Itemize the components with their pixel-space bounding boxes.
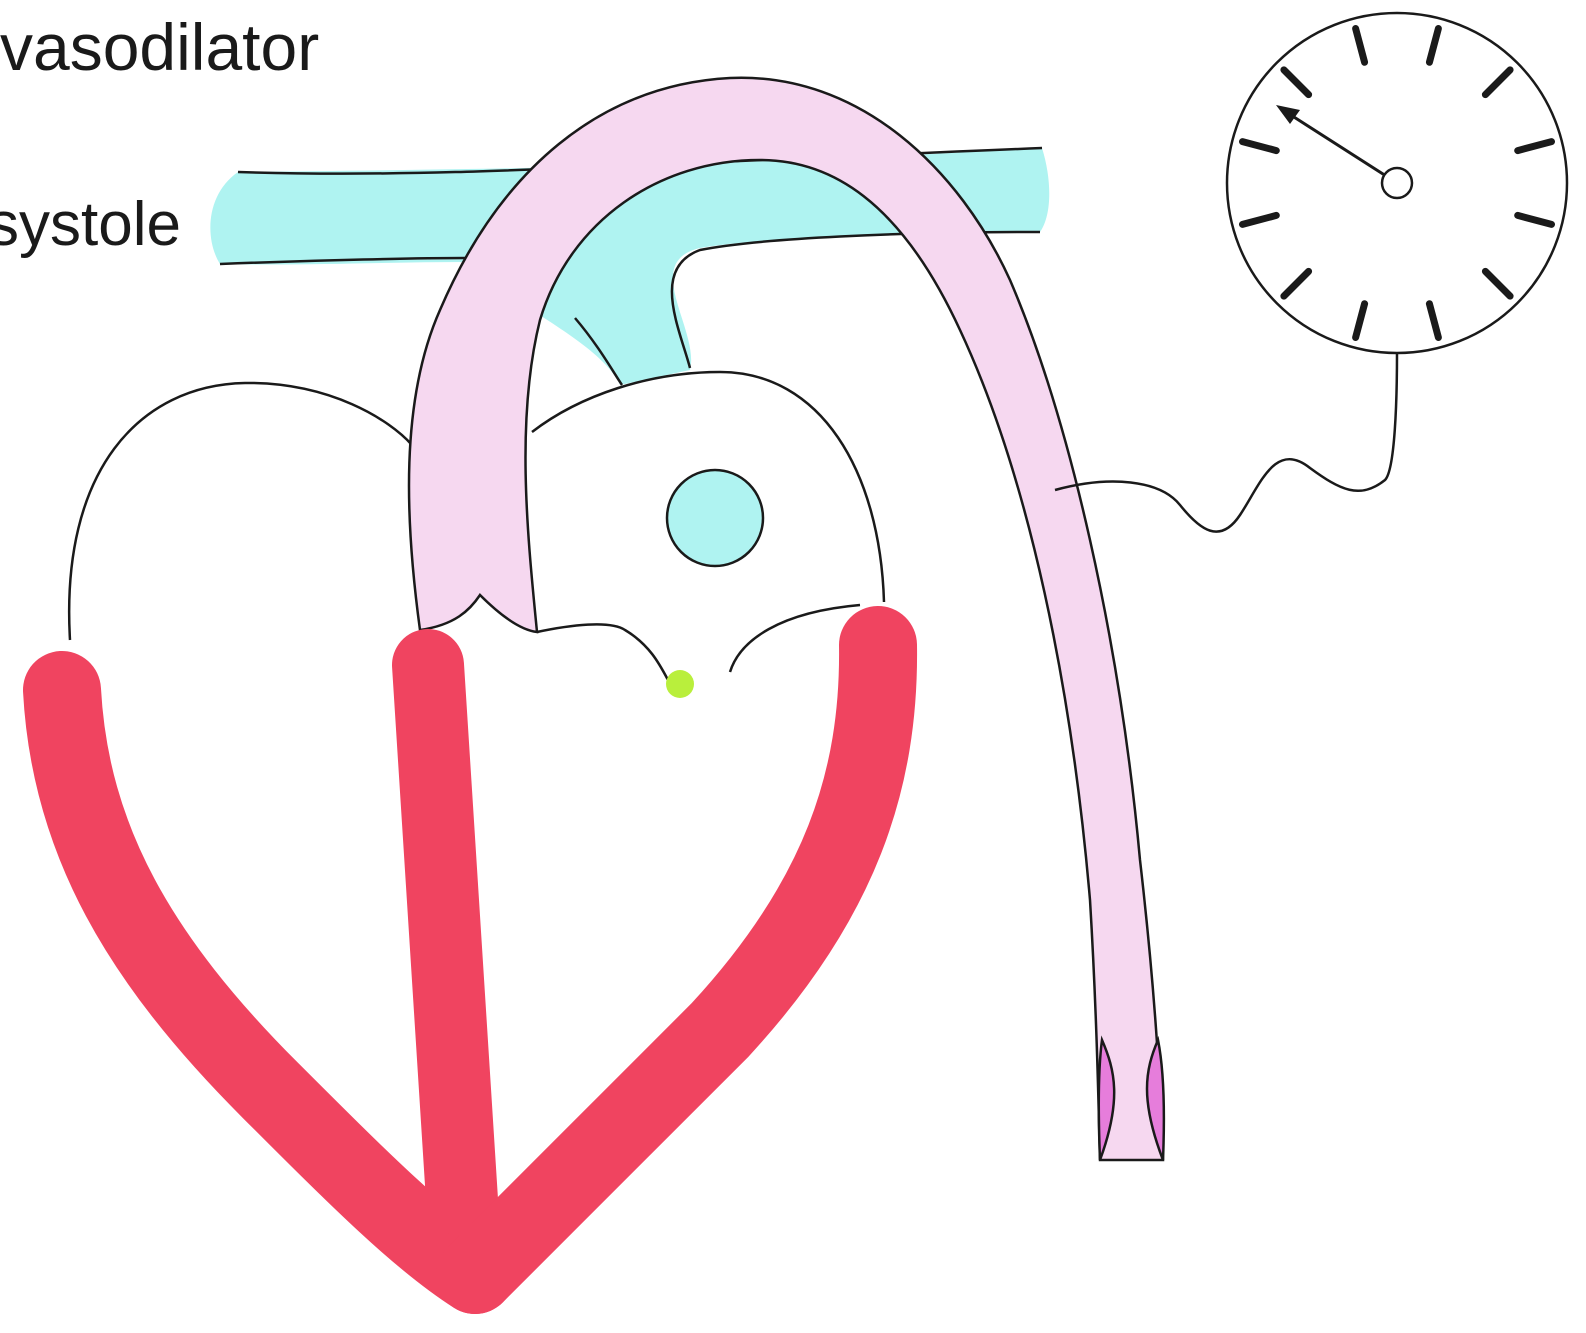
red-heart-walls bbox=[62, 645, 878, 1275]
inner-septum-outline-left bbox=[537, 624, 668, 680]
cyan-round-structure bbox=[667, 470, 763, 566]
green-node bbox=[666, 670, 694, 698]
pressure-gauge bbox=[1227, 13, 1567, 353]
red-wall-septum bbox=[428, 665, 462, 1200]
gauge-pivot bbox=[1382, 168, 1412, 198]
gauge-connection-wire bbox=[1055, 353, 1397, 532]
red-wall-right bbox=[475, 645, 878, 1275]
heart-left-lobe-outline bbox=[69, 383, 412, 640]
